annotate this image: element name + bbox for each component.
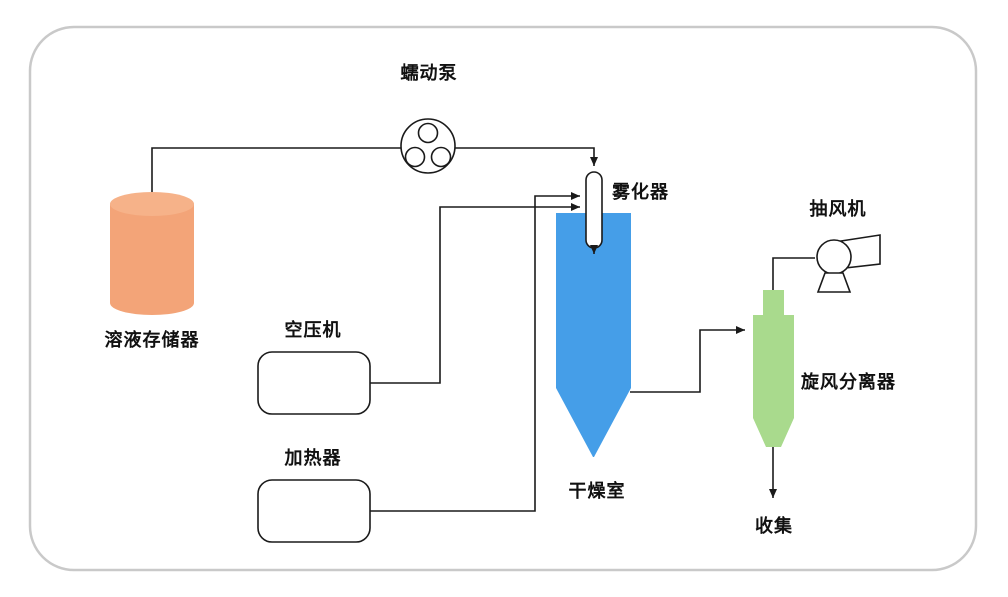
solution-reservoir — [110, 192, 194, 315]
heater — [257, 479, 371, 543]
drying-chamber — [556, 213, 631, 457]
peristaltic-pump — [400, 118, 456, 174]
collect-label: 收集 — [755, 515, 793, 536]
line-chamber-to-cyclone — [630, 326, 745, 393]
line-reservoir-to-pump — [151, 147, 401, 198]
reservoir-bottom — [110, 291, 194, 315]
cyclone-label: 旋风分离器 — [800, 371, 896, 392]
line-compressor-to-atomizer — [370, 203, 580, 384]
pump-label: 蠕动泵 — [401, 63, 458, 83]
chamber-label: 干燥室 — [569, 480, 626, 501]
pump-roller-top — [417, 122, 439, 144]
fan-label: 抽风机 — [810, 198, 867, 219]
atomizer-label: 雾化器 — [611, 181, 669, 202]
heater-label: 加热器 — [284, 447, 342, 468]
line-pump-to-atomizer — [455, 147, 598, 166]
fan-stand — [816, 272, 852, 293]
air-compressor — [257, 351, 371, 415]
fan-body — [816, 239, 852, 275]
diagram-frame — [28, 25, 978, 572]
cyclone-separator — [753, 290, 794, 447]
reservoir-label: 溶液存储器 — [105, 329, 200, 350]
atomizer — [585, 171, 603, 249]
reservoir-top — [110, 192, 194, 216]
exhaust-fan — [816, 234, 881, 293]
compressor-label: 空压机 — [285, 319, 342, 340]
line-heater-to-atomizer — [370, 192, 580, 512]
line-cyclone-to-fan — [772, 257, 815, 291]
reservoir-body — [110, 204, 194, 303]
pump-roller-left — [404, 146, 426, 168]
pump-roller-right — [430, 146, 452, 168]
